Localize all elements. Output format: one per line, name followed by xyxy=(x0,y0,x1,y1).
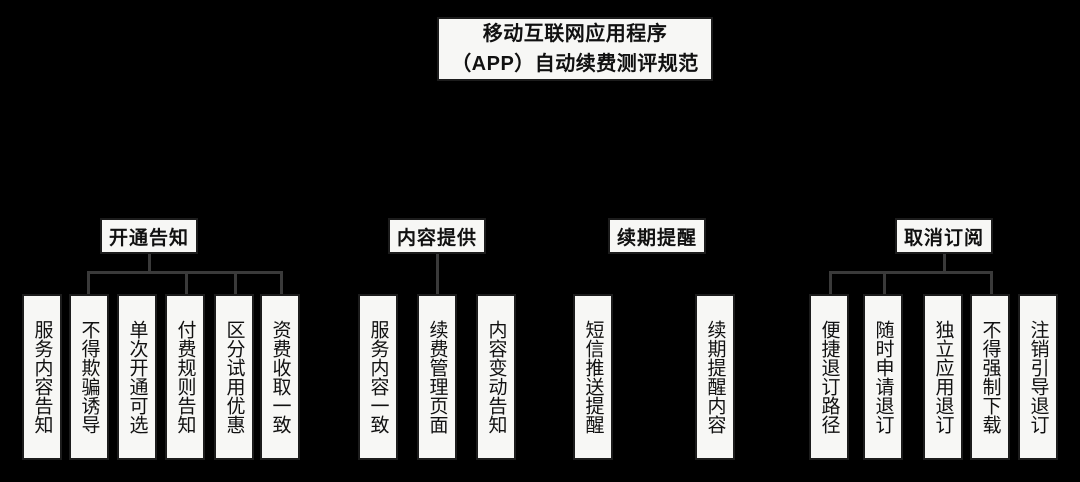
leaf-label-1-5: 区分试用优惠 xyxy=(223,320,245,434)
category-box-3[interactable]: 续期提醒 xyxy=(608,218,706,254)
leaf-label-4-2: 随时申请退订 xyxy=(872,320,894,434)
leaf-label-2-1: 服务内容一致 xyxy=(367,320,389,434)
leaf-box-4-3[interactable]: 独立应用退订 xyxy=(923,294,963,460)
leaf-label-4-4: 不得强制下载 xyxy=(979,320,1001,434)
connector-stem-group-4 xyxy=(943,254,946,272)
leaf-box-1-5[interactable]: 区分试用优惠 xyxy=(214,294,254,460)
leaf-label-1-1: 服务内容告知 xyxy=(31,320,53,434)
category-label-4: 取消订阅 xyxy=(903,227,984,249)
leaf-box-3-1[interactable]: 短信推送提醒 xyxy=(573,294,613,460)
connector-stem-group-2 xyxy=(436,254,439,294)
leaf-label-2-3: 内容变动告知 xyxy=(485,320,507,434)
leaf-box-1-4[interactable]: 付费规则告知 xyxy=(165,294,205,460)
leaf-box-1-6[interactable]: 资费收取一致 xyxy=(260,294,300,460)
root-title-line-2: （APP）自动续费测评规范 xyxy=(451,53,699,75)
leaf-box-1-3[interactable]: 单次开通可选 xyxy=(117,294,157,460)
leaf-box-4-2[interactable]: 随时申请退订 xyxy=(863,294,903,460)
leaf-box-1-1[interactable]: 服务内容告知 xyxy=(22,294,62,460)
leaf-label-4-5: 注销引导退订 xyxy=(1027,320,1049,434)
connector-drop-4-1 xyxy=(829,271,832,294)
root-title-box: 移动互联网应用程序 （APP）自动续费测评规范 xyxy=(437,17,713,81)
leaf-box-1-2[interactable]: 不得欺骗诱导 xyxy=(69,294,109,460)
leaf-label-1-2: 不得欺骗诱导 xyxy=(78,320,100,434)
leaf-label-3-1: 短信推送提醒 xyxy=(582,320,604,434)
leaf-box-2-2[interactable]: 续费管理页面 xyxy=(417,294,457,460)
connector-drop-1-5 xyxy=(234,271,237,294)
connector-drop-1-4 xyxy=(185,271,188,294)
leaf-label-4-1: 便捷退订路径 xyxy=(818,320,840,434)
category-box-1[interactable]: 开通告知 xyxy=(100,218,198,254)
connector-drop-1-6 xyxy=(280,271,283,294)
connector-drop-4-4 xyxy=(990,271,993,294)
leaf-box-4-1[interactable]: 便捷退订路径 xyxy=(809,294,849,460)
category-label-3: 续期提醒 xyxy=(616,227,697,249)
category-label-2: 内容提供 xyxy=(396,227,477,249)
leaf-box-4-4[interactable]: 不得强制下载 xyxy=(970,294,1010,460)
connector-drop-1-2 xyxy=(87,271,90,294)
category-label-1: 开通告知 xyxy=(108,227,189,249)
category-box-2[interactable]: 内容提供 xyxy=(388,218,486,254)
leaf-label-1-3: 单次开通可选 xyxy=(126,320,148,434)
connector-stem-group-1 xyxy=(148,254,151,272)
connector-drop-4-2 xyxy=(883,271,886,294)
leaf-label-2-2: 续费管理页面 xyxy=(426,320,448,434)
leaf-label-3-2: 续期提醒内容 xyxy=(704,320,726,434)
connector-bar-group-4 xyxy=(829,271,993,274)
root-title-line-1: 移动互联网应用程序 xyxy=(482,23,668,45)
category-box-4[interactable]: 取消订阅 xyxy=(895,218,993,254)
leaf-box-2-1[interactable]: 服务内容一致 xyxy=(358,294,398,460)
leaf-label-1-4: 付费规则告知 xyxy=(174,320,196,434)
leaf-box-3-2[interactable]: 续期提醒内容 xyxy=(695,294,735,460)
leaf-label-4-3: 独立应用退订 xyxy=(932,320,954,434)
leaf-box-4-5[interactable]: 注销引导退订 xyxy=(1018,294,1058,460)
leaf-box-2-3[interactable]: 内容变动告知 xyxy=(476,294,516,460)
leaf-label-1-6: 资费收取一致 xyxy=(269,320,291,434)
